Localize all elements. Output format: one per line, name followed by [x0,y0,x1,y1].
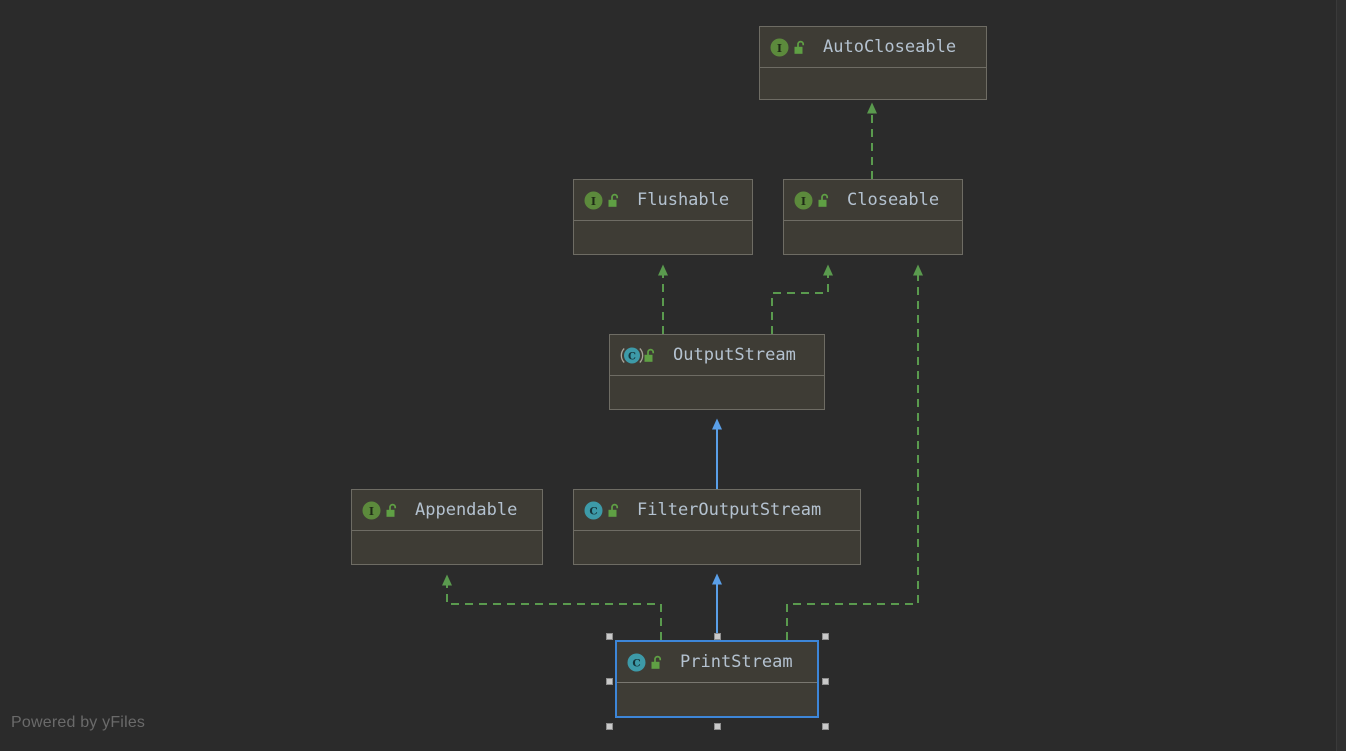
unlocked-padlock-icon [793,40,807,55]
node-body-compartment [760,68,986,99]
node-body-compartment [574,221,752,254]
node-title: OutputStream [673,345,796,365]
handle-middle-left[interactable] [606,678,613,685]
edge-printstream-appendable [442,574,662,640]
unlocked-padlock-icon [385,503,399,518]
svg-text:C: C [589,505,597,517]
node-header: C PrintStream [617,642,817,683]
svg-text:I: I [369,505,374,518]
uml-node-filteroutputstream[interactable]: C FilterOutputStream [573,489,861,565]
node-title: AutoCloseable [823,37,957,57]
edge-printstream-closeable [786,264,923,640]
uml-node-appendable[interactable]: I Appendable [351,489,543,565]
svg-text:I: I [801,195,806,208]
node-header: C OutputStream [610,335,824,376]
uml-node-closeable[interactable]: I Closeable [783,179,963,255]
node-title: Appendable [415,500,518,520]
class-icon: C [627,653,646,672]
node-header: C FilterOutputStream [574,490,860,531]
interface-icon: I [794,191,813,210]
node-body-compartment [574,531,860,564]
node-header: I Flushable [574,180,752,221]
node-title: PrintStream [680,652,793,672]
uml-node-flushable[interactable]: I Flushable [573,179,753,255]
right-gutter [1336,0,1346,751]
node-header: I Appendable [352,490,542,531]
edge-outputstream-closeable [771,264,833,334]
svg-text:C: C [628,351,636,362]
class-icon: C [584,501,603,520]
handle-top-right[interactable] [822,633,829,640]
unlocked-padlock-icon [607,503,621,518]
handle-top-center[interactable] [714,633,721,640]
handle-bottom-left[interactable] [606,723,613,730]
node-header: I Closeable [784,180,962,221]
uml-node-autocloseable[interactable]: I AutoCloseable [759,26,987,100]
unlocked-padlock-icon [607,193,621,208]
node-header: I AutoCloseable [760,27,986,68]
node-body-compartment [617,683,817,716]
node-body-compartment [352,531,542,564]
interface-icon: I [584,191,603,210]
handle-bottom-center[interactable] [714,723,721,730]
svg-text:C: C [632,657,640,669]
unlocked-padlock-icon [817,193,831,208]
node-title: Closeable [847,190,940,210]
abstract-class-icon: C [620,346,644,365]
unlocked-padlock-icon [643,348,657,363]
svg-text:I: I [591,195,596,208]
node-title: Flushable [637,190,730,210]
uml-node-outputstream[interactable]: C OutputStream [609,334,825,410]
interface-icon: I [770,38,789,57]
yfiles-watermark: Powered by yFiles [11,714,146,731]
handle-bottom-right[interactable] [822,723,829,730]
interface-icon: I [362,501,381,520]
svg-text:I: I [777,42,782,55]
handle-top-left[interactable] [606,633,613,640]
unlocked-padlock-icon [650,655,664,670]
node-title: FilterOutputStream [637,500,822,520]
uml-node-printstream[interactable]: C PrintStream [615,640,819,718]
node-body-compartment [610,376,824,409]
handle-middle-right[interactable] [822,678,829,685]
node-body-compartment [784,221,962,254]
